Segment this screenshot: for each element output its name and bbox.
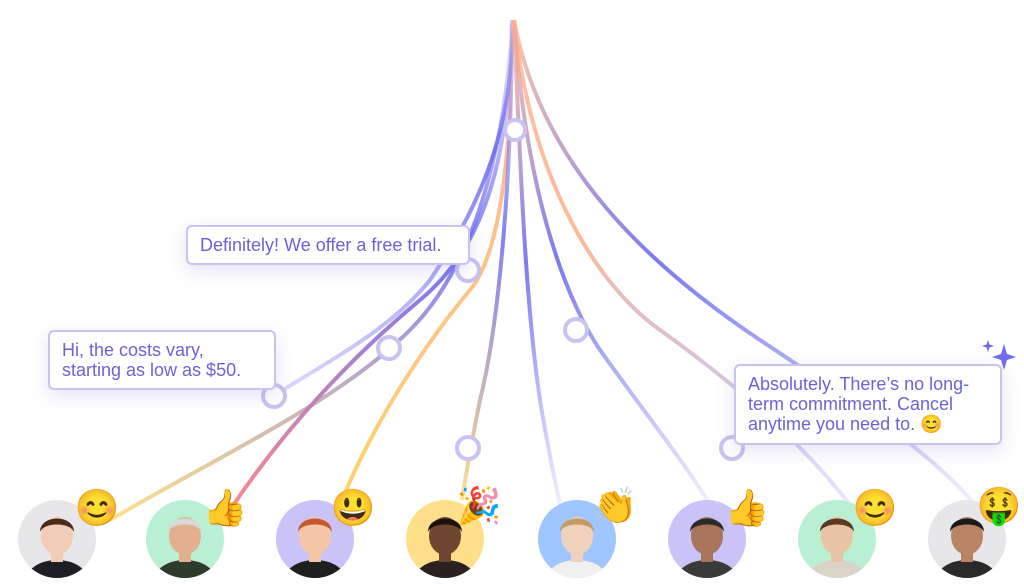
avatar [538,500,616,578]
branch-node [503,118,527,142]
avatar [18,500,96,578]
branch-line [273,19,515,397]
reaction-emoji-icon: 😊 [74,487,120,528]
reaction-emoji-icon: 😊 [852,487,898,528]
avatar [146,500,224,578]
reaction-emoji-icon: 👍 [202,487,248,528]
branch-node [563,317,589,343]
reaction-emoji-icon: 🤑 [976,485,1022,526]
sparkle-icon [982,340,1016,370]
chat-bubble-commitment: Absolutely. There’s no long- term commit… [734,364,1002,445]
bubble-text: Definitely! We offer a free trial. [200,235,442,255]
reaction-emoji-icon: 😃 [330,487,376,528]
branch-node [376,335,402,361]
bubble-text-line: anytime you need to. 😊 [748,414,943,434]
avatar [928,500,1006,578]
bubble-text-line: starting as low as $50. [62,360,242,380]
branch-line [512,19,977,507]
bubble-text-line: term commitment. Cancel [748,394,954,414]
branch-node [455,435,481,461]
avatar [668,500,746,578]
reaction-emoji-icon: 🎉 [456,485,502,526]
avatar [276,500,354,578]
branch-line [512,19,712,506]
bubble-text-line: Hi, the costs vary, [62,340,204,360]
bubble-text-line: Absolutely. There’s no long- [748,374,970,394]
avatar [798,500,876,578]
chat-bubble-costs: Hi, the costs vary, starting as low as $… [48,330,276,390]
reaction-emoji-icon: 👏 [592,485,638,526]
avatar [406,500,484,578]
reaction-emoji-icon: 👍 [724,487,770,528]
chat-bubble-free-trial: Definitely! We offer a free trial. [186,225,470,265]
branch-line [228,19,514,512]
